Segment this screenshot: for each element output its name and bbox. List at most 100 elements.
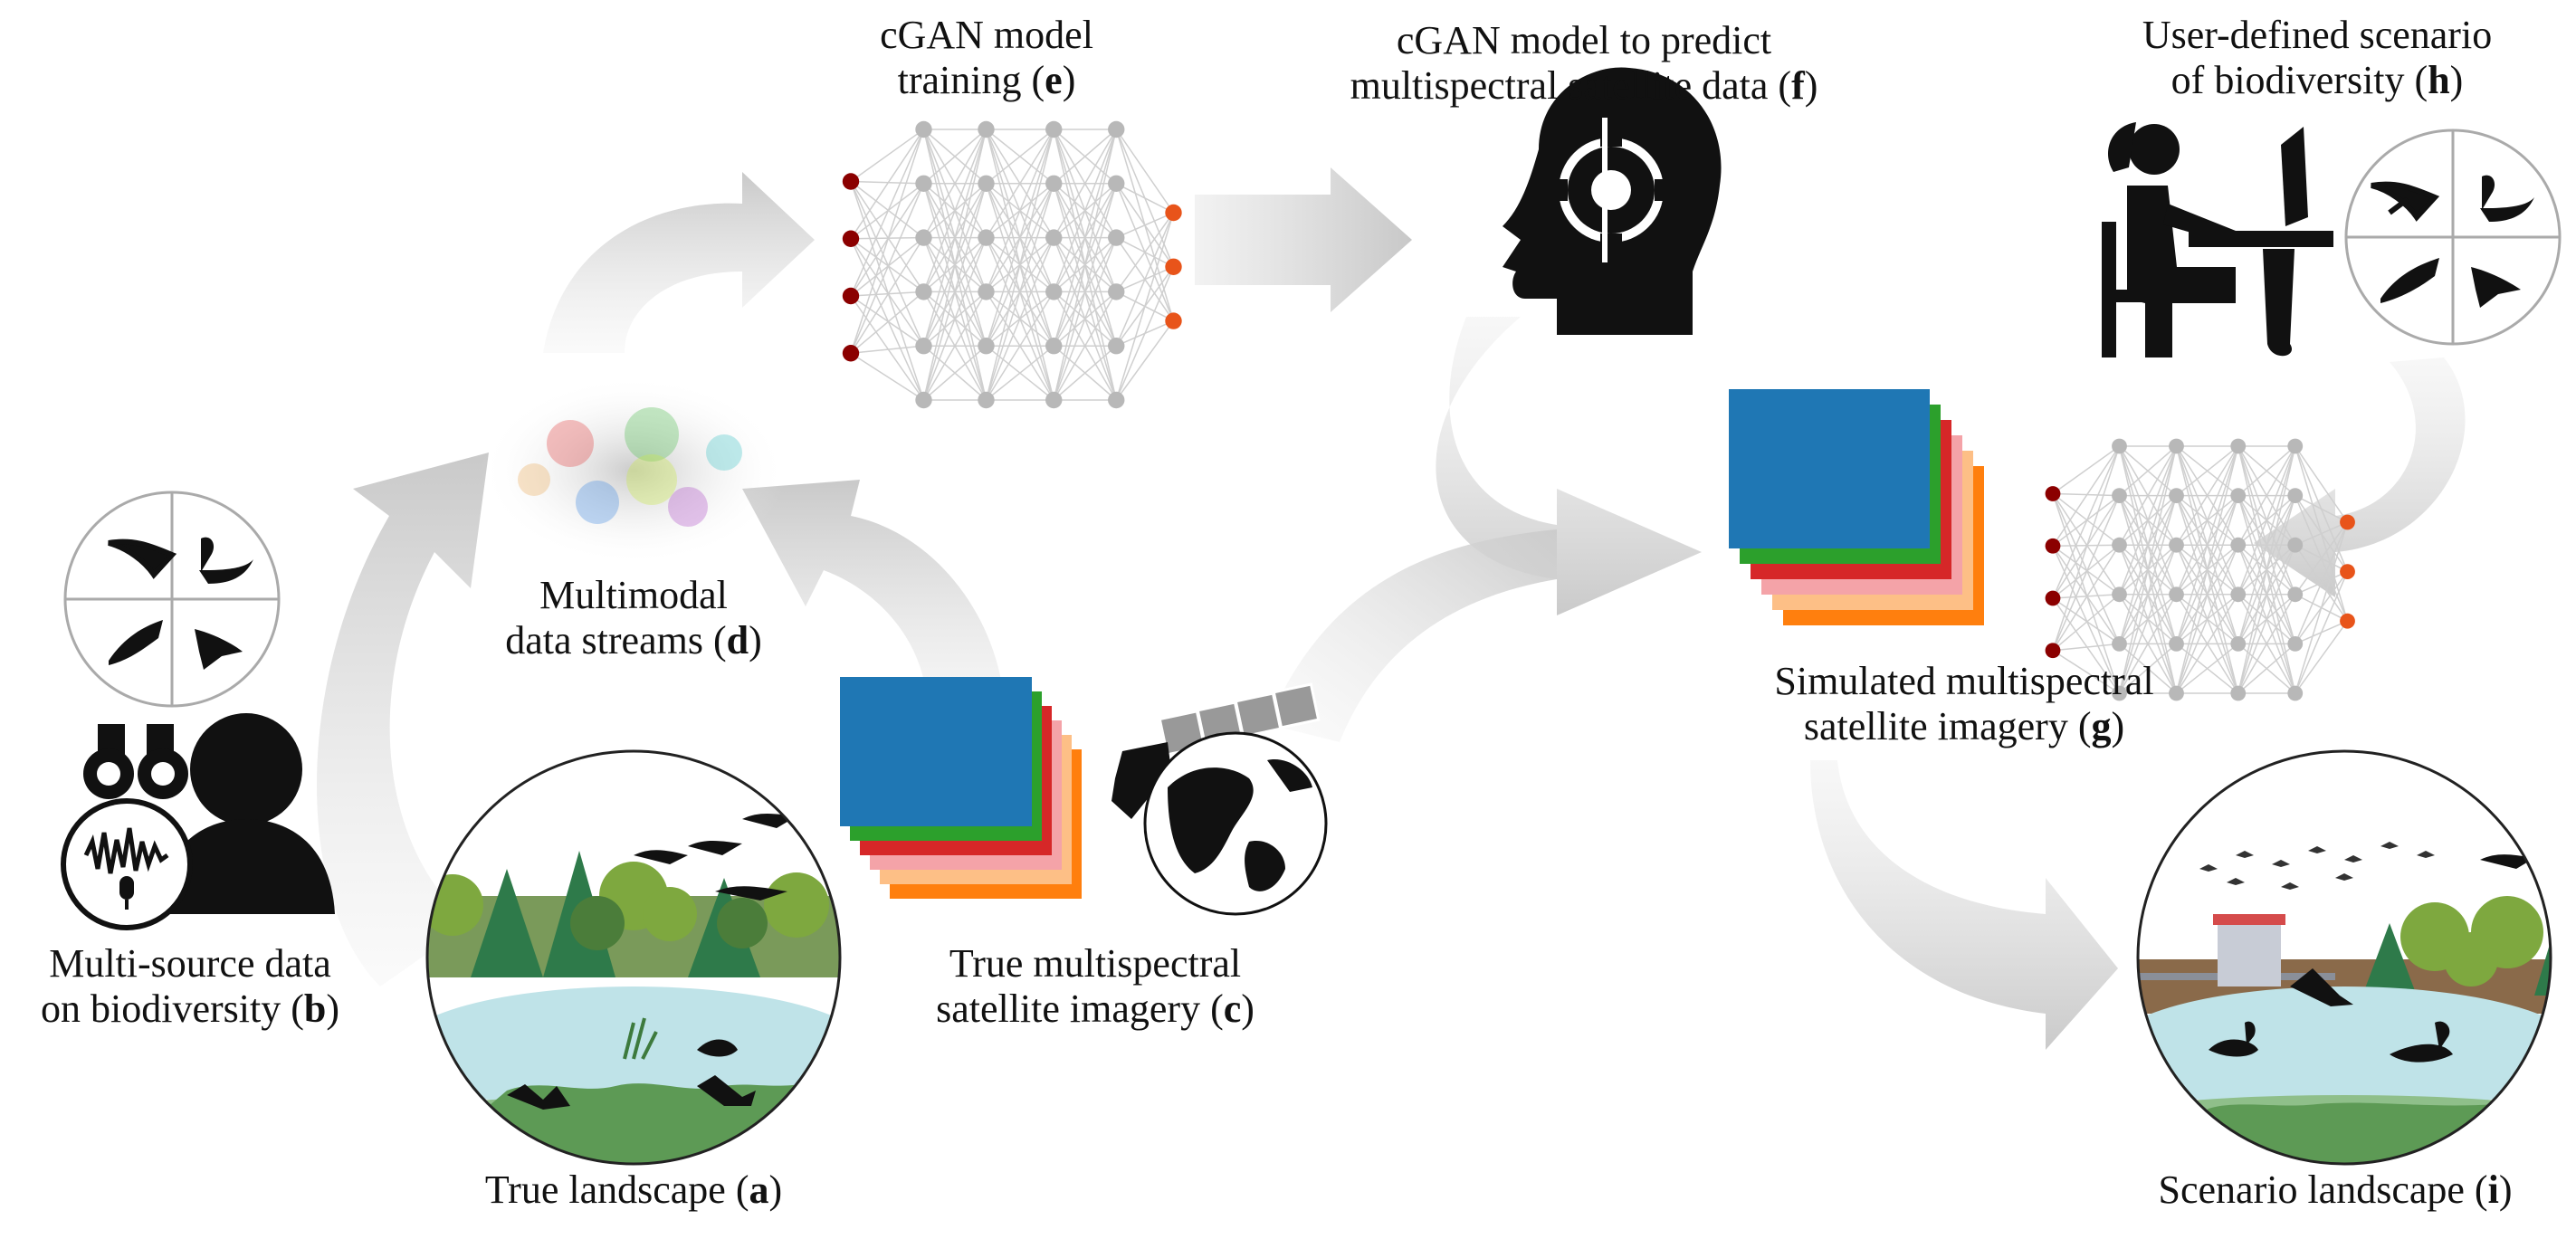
nn-node bbox=[2340, 514, 2355, 530]
nn-node bbox=[2045, 643, 2061, 659]
label-b-line2-text: on biodiversity ( bbox=[41, 986, 304, 1031]
nn-edge bbox=[2119, 445, 2177, 497]
label-h-letter: h bbox=[2428, 58, 2450, 102]
label-h-line2-text: of biodiversity ( bbox=[2171, 58, 2428, 102]
nn-edge bbox=[850, 181, 925, 292]
label-h-close: ) bbox=[2449, 58, 2464, 102]
nn-node bbox=[1045, 391, 1063, 409]
nn-edge bbox=[2052, 445, 2121, 547]
nn-edge bbox=[2237, 445, 2296, 546]
nn-node bbox=[2112, 586, 2127, 603]
nn-edge bbox=[922, 129, 987, 401]
nn-node bbox=[1165, 258, 1182, 275]
nn-node bbox=[1045, 175, 1063, 192]
nn-node bbox=[2169, 586, 2184, 603]
nn-node bbox=[2045, 538, 2061, 554]
nn-edge bbox=[922, 129, 987, 347]
nn-edge bbox=[2175, 594, 2239, 694]
head-gear-icon bbox=[1503, 67, 1722, 335]
label-b-letter: b bbox=[303, 986, 327, 1031]
nn-edge bbox=[2176, 445, 2239, 497]
nn-node bbox=[842, 173, 860, 190]
nn-edge bbox=[850, 180, 924, 239]
arrow-e-to-f bbox=[1195, 167, 1412, 312]
label-f: cGAN model to predict multispectral sate… bbox=[1303, 18, 1865, 109]
label-d-line2-text: data streams ( bbox=[505, 618, 727, 662]
label-a: True landscape (a) bbox=[425, 1168, 842, 1213]
label-c-letter: c bbox=[1223, 986, 1242, 1031]
label-f-line2-text: multispectral satellite data ( bbox=[1350, 63, 1792, 108]
nn-edge bbox=[1115, 212, 1175, 401]
nn-edge bbox=[2118, 544, 2178, 694]
nn-edge bbox=[1053, 129, 1117, 238]
nn-edge bbox=[2237, 495, 2296, 694]
nn-node bbox=[2230, 636, 2247, 652]
nn-node bbox=[1165, 204, 1182, 222]
nn-edge bbox=[850, 181, 925, 347]
nn-node bbox=[1045, 338, 1063, 355]
nn-edge bbox=[2052, 545, 2120, 596]
nn-edge bbox=[2052, 495, 2121, 652]
label-b: Multi-source data on biodiversity (b) bbox=[0, 941, 380, 1032]
nn-edge bbox=[2052, 594, 2120, 652]
nn-node bbox=[2230, 537, 2247, 553]
nn-edge bbox=[2175, 445, 2239, 596]
nn-node bbox=[2340, 613, 2355, 629]
duck-icon bbox=[2480, 175, 2534, 222]
nn-node bbox=[2169, 636, 2184, 652]
label-a-text: True landscape ( bbox=[484, 1168, 749, 1212]
nn-edge bbox=[1053, 129, 1117, 292]
nn-edge bbox=[986, 129, 1054, 185]
nn-node bbox=[2287, 636, 2304, 652]
arrow-h-to-g bbox=[2254, 357, 2466, 597]
nn-edge bbox=[923, 129, 987, 185]
nn-edge bbox=[2052, 597, 2120, 645]
person-icon bbox=[190, 713, 302, 825]
nn-edge bbox=[2052, 445, 2121, 599]
duck-icon bbox=[199, 537, 253, 584]
label-i-text: Scenario landscape ( bbox=[2158, 1168, 2488, 1212]
nn-edge bbox=[2052, 545, 2121, 644]
nn-edge bbox=[2295, 445, 2349, 523]
label-f-line2: multispectral satellite data (f) bbox=[1303, 63, 1865, 109]
label-i-letter: i bbox=[2487, 1168, 2499, 1212]
nn-node bbox=[2340, 564, 2355, 579]
nn-edge bbox=[2118, 445, 2178, 546]
nn-node bbox=[842, 230, 860, 247]
nn-edge bbox=[1053, 129, 1117, 185]
nn-node bbox=[2112, 636, 2127, 652]
nn-edge bbox=[2052, 544, 2121, 652]
nn-edge bbox=[2052, 493, 2121, 694]
nn-edge bbox=[1053, 345, 1117, 401]
nn-node bbox=[915, 391, 932, 409]
label-h-line2: of biodiversity (h) bbox=[2082, 58, 2552, 103]
label-c-line2: satellite imagery (c) bbox=[905, 986, 1285, 1032]
nn-edge bbox=[985, 129, 1054, 292]
label-d-line1: Multimodal bbox=[539, 573, 728, 617]
nn-edge bbox=[1115, 129, 1175, 214]
nn-node bbox=[1108, 229, 1125, 246]
label-d-letter: d bbox=[726, 618, 749, 662]
nn-edge bbox=[2119, 643, 2177, 694]
arrow-c-to-g bbox=[1267, 529, 1557, 742]
nn-edge bbox=[2295, 571, 2349, 694]
nn-node bbox=[1045, 120, 1063, 138]
user-at-desk-icon bbox=[2102, 122, 2333, 357]
nn-edge bbox=[850, 238, 924, 293]
nn-edge bbox=[2237, 544, 2296, 694]
nn-node bbox=[2112, 685, 2127, 701]
bird-icon bbox=[109, 620, 163, 665]
simulated-imagery-stack bbox=[1729, 389, 1984, 625]
nn-node bbox=[1045, 283, 1063, 300]
nn-node bbox=[842, 345, 860, 362]
nn-edge bbox=[2118, 445, 2178, 644]
nn-edge bbox=[2176, 643, 2239, 694]
nn-edge bbox=[2052, 493, 2121, 644]
nn-node bbox=[2287, 685, 2304, 701]
nn-node bbox=[2112, 438, 2127, 454]
nn-edge bbox=[2052, 445, 2120, 495]
nn-edge bbox=[850, 236, 924, 240]
scenario-landscape-scene bbox=[2136, 749, 2552, 1166]
label-c: True multispectral satellite imagery (c) bbox=[905, 941, 1285, 1032]
label-b-line2: on biodiversity (b) bbox=[0, 986, 380, 1032]
